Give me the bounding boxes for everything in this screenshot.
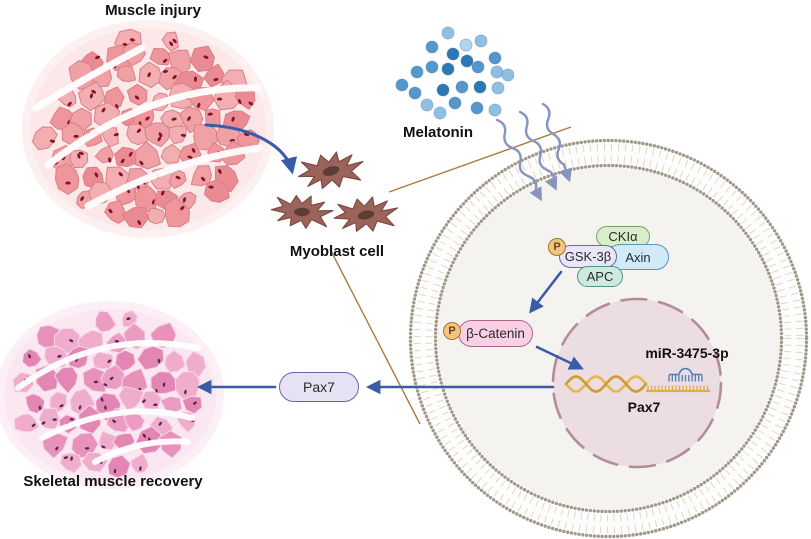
myoblast-cell-label: Myoblast cell: [289, 243, 385, 260]
melatonin-label: Melatonin: [403, 124, 473, 141]
recovery-tissue: [0, 301, 224, 489]
arrow-injury-to-myoblast: [204, 123, 298, 175]
pathway-arrows: [196, 123, 584, 395]
pax7-gene-dna-icon: [564, 367, 710, 393]
arrow-bcatenin-to-nucleus: [535, 345, 584, 370]
myoblast-cells: [270, 151, 399, 232]
myoblast-cell-icon: [297, 151, 364, 189]
muscle-injury-label: Muscle injury: [105, 2, 201, 19]
phosphate-badge-complex: P: [548, 238, 566, 256]
mir-3475-3p-label: miR-3475-3p: [645, 345, 729, 361]
beta-catenin-node: β-Catenin: [458, 320, 533, 347]
skeletal-muscle-recovery-label: Skeletal muscle recovery: [23, 473, 203, 490]
melatonin-molecules-icon: [395, 26, 515, 120]
magnification-leader-lines: [329, 126, 572, 425]
melatonin-signal-arrows: [495, 102, 572, 202]
apc-node: APC: [577, 266, 623, 287]
arrow-complex-to-bcatenin: [529, 270, 563, 314]
nucleus: [551, 297, 723, 469]
leader-line-top: [388, 126, 572, 193]
phosphate-badge-bcatenin: P: [443, 322, 461, 340]
axin-node: Axin: [607, 244, 669, 270]
injury-tissue: [22, 20, 274, 238]
gsk-3b-node: GSK-3β: [559, 245, 617, 268]
leader-line-bottom: [329, 248, 421, 425]
myoblast-cell-icon: [270, 194, 334, 229]
pax7-node: Pax7: [279, 372, 359, 402]
myoblast-cell-icon: [333, 196, 399, 232]
mirna-icon: [668, 367, 703, 382]
pax7-gene-label: Pax7: [627, 399, 661, 415]
